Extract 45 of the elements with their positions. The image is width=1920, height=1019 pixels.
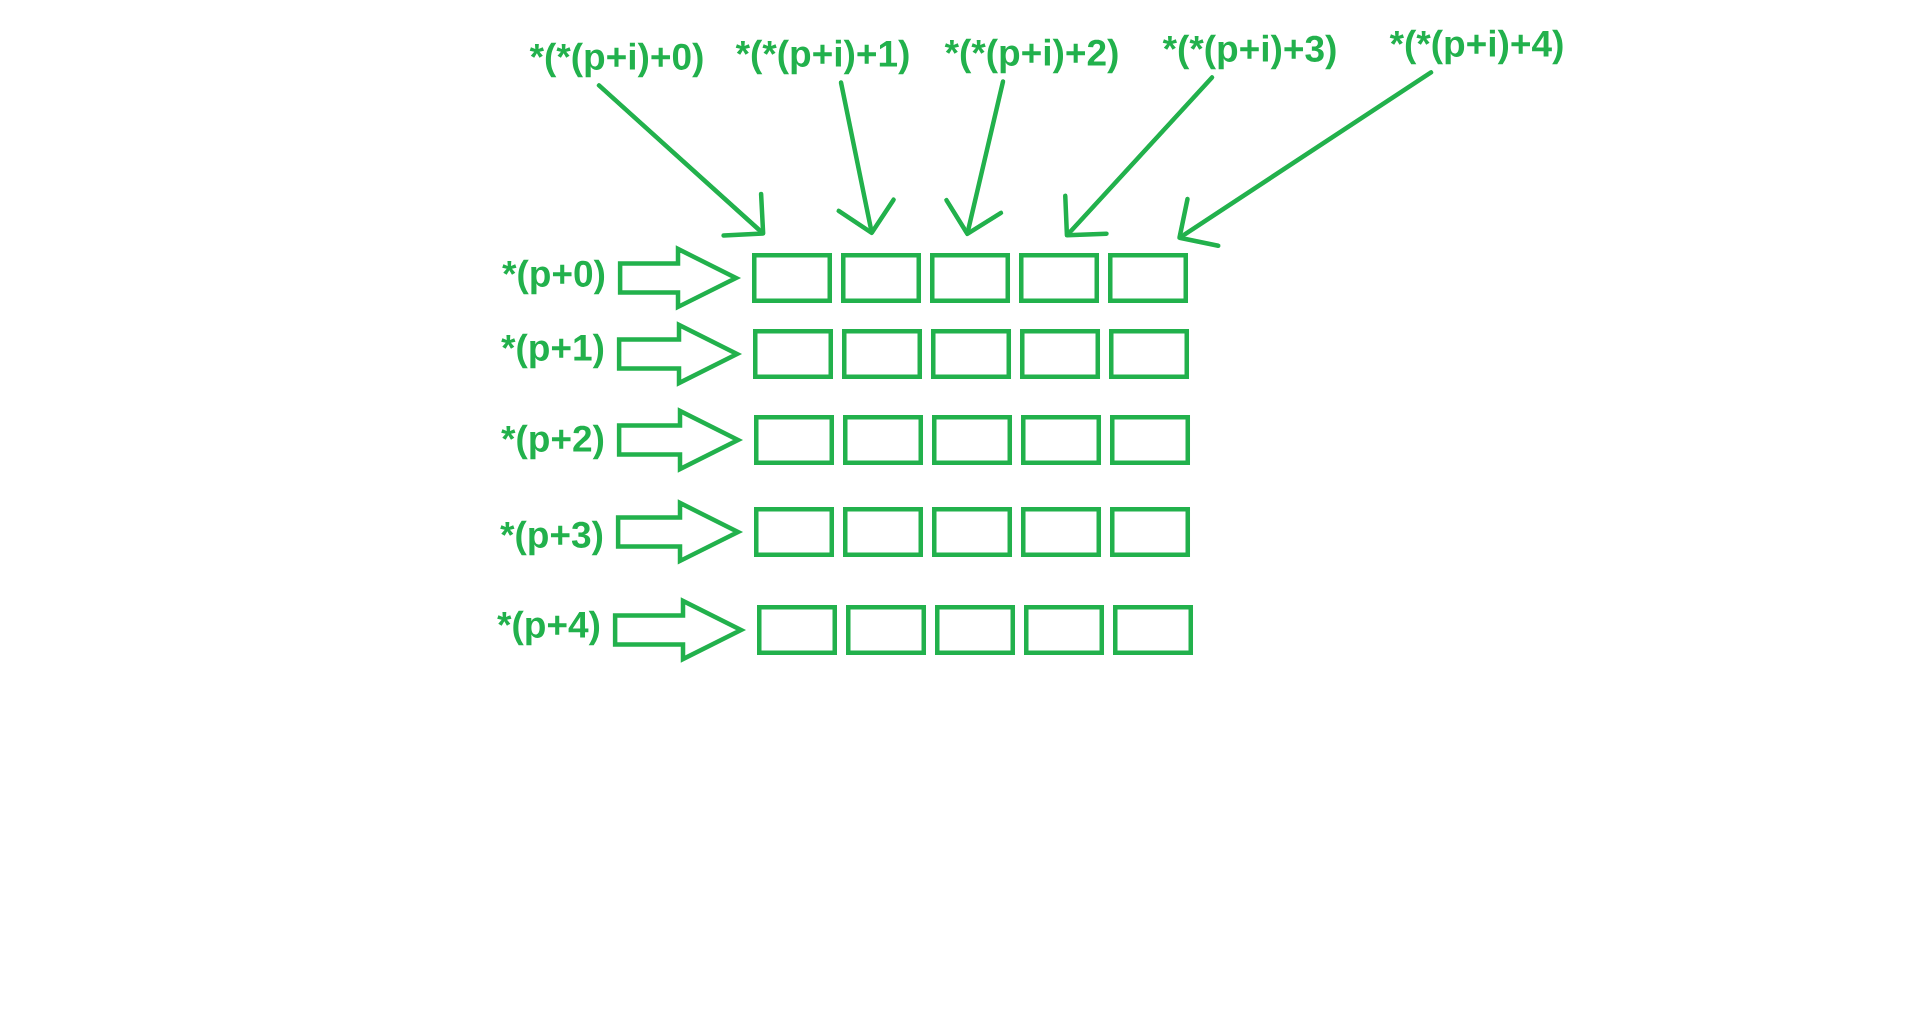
expression-label: *(p+4) [497, 610, 600, 646]
expression-label: *(*(p+i)+2) [944, 38, 1118, 74]
array-cell [842, 329, 922, 379]
array-cell [1021, 507, 1101, 557]
expression-label: *(*(p+i)+0) [529, 42, 703, 78]
expression-label: *(*(p+i)+3) [1162, 34, 1336, 70]
array-cell [754, 415, 834, 465]
arrow [1177, 70, 1434, 248]
array-cell [1019, 253, 1099, 303]
array-cell [1113, 605, 1193, 655]
array-cell [753, 329, 833, 379]
array-cell [757, 605, 837, 655]
array-cell [932, 507, 1012, 557]
array-cell [931, 329, 1011, 379]
array-cell [1024, 605, 1104, 655]
array-cell [1109, 329, 1189, 379]
array-cell [1021, 415, 1101, 465]
arrow [944, 79, 1006, 237]
array-cell [930, 253, 1010, 303]
array-cell [843, 507, 923, 557]
expression-label: *(p+0) [502, 259, 605, 295]
block-arrow [612, 597, 747, 663]
expression-label: *(p+3) [500, 520, 603, 556]
array-cell [932, 415, 1012, 465]
expression-label: *(*(p+i)+1) [735, 39, 909, 75]
array-cell [1110, 507, 1190, 557]
array-cell [935, 605, 1015, 655]
expression-label: *(*(p+i)+4) [1389, 29, 1563, 65]
array-cell [843, 415, 923, 465]
block-arrow [616, 321, 743, 387]
array-cell [754, 507, 834, 557]
arrow [836, 80, 896, 236]
block-arrow [615, 499, 744, 565]
expression-label: *(p+1) [501, 333, 604, 369]
arrow [1063, 75, 1215, 238]
array-cell [1108, 253, 1188, 303]
block-arrow [617, 245, 742, 311]
expression-label: *(p+2) [501, 424, 604, 460]
array-cell [1110, 415, 1190, 465]
array-cell [846, 605, 926, 655]
array-cell [1020, 329, 1100, 379]
array-cell [752, 253, 832, 303]
arrow [596, 83, 766, 238]
array-cell [841, 253, 921, 303]
block-arrow [616, 407, 744, 473]
